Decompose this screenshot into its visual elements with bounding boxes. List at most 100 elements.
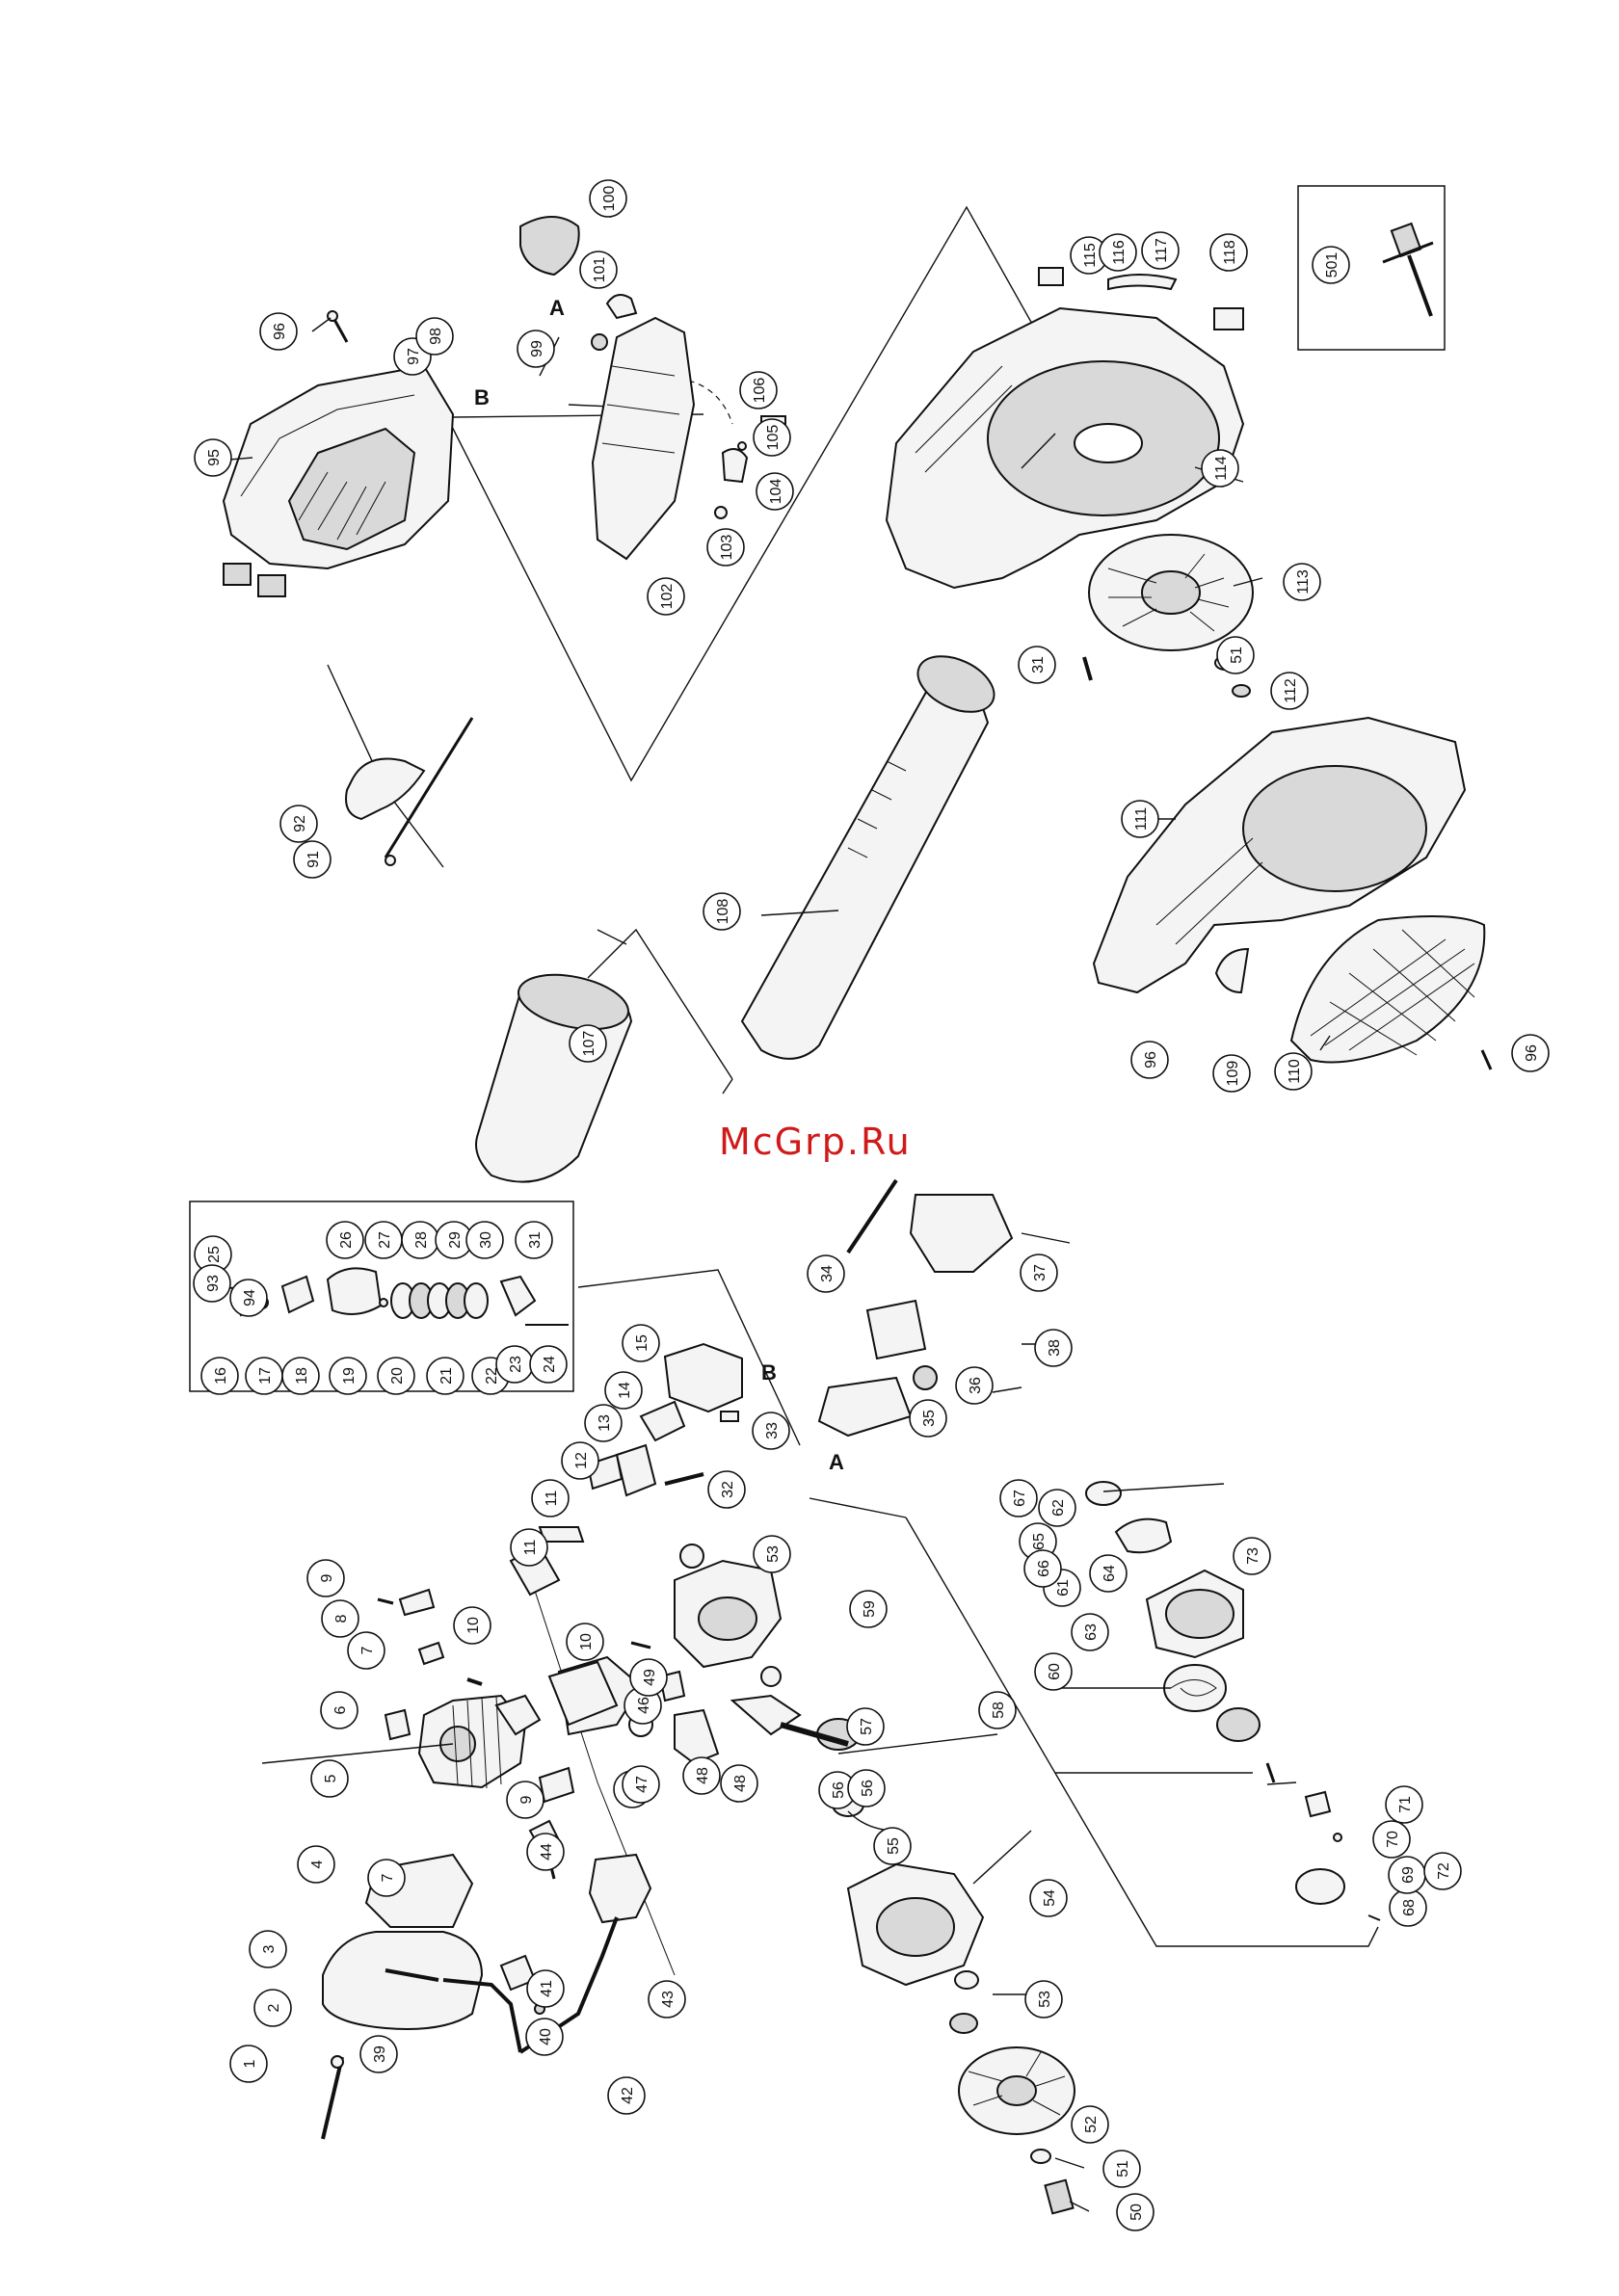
- guide-line: [442, 205, 1095, 782]
- callout-label: 20: [389, 1367, 406, 1385]
- callout-circle: [193, 1264, 231, 1303]
- callout-label: 10: [465, 1617, 482, 1634]
- callout-label: 55: [886, 1837, 902, 1855]
- reference-letter-a: A: [549, 296, 565, 320]
- callout-circle: [1034, 1652, 1073, 1691]
- callout-label: 1: [242, 2059, 258, 2068]
- callout-circle: [1274, 1052, 1313, 1091]
- handle-part: [519, 216, 786, 561]
- part-callout: 27: [364, 1221, 403, 1259]
- callout-label: 104: [768, 479, 784, 505]
- callout-circle: [194, 438, 232, 477]
- callout-label: 106: [752, 378, 768, 404]
- callout-label: 113: [1295, 569, 1312, 594]
- callout-circle: [1233, 1537, 1271, 1575]
- part-callout: 104: [756, 472, 794, 511]
- part-callout: 71: [1385, 1785, 1423, 1824]
- callout-circle: [1038, 1489, 1076, 1527]
- part-callout: 57: [846, 1707, 885, 1746]
- part-callout: 92: [279, 805, 318, 843]
- part-callout: 39: [359, 2035, 398, 2073]
- callout-circle: [739, 371, 778, 409]
- callout-label: 27: [377, 1231, 393, 1249]
- part-callout: 51: [1216, 636, 1255, 674]
- callout-label: 28: [413, 1231, 430, 1249]
- part-callout: 23: [495, 1345, 534, 1384]
- callout-label: 91: [305, 851, 322, 868]
- callout-label: 47: [634, 1776, 650, 1793]
- callout-label: 58: [991, 1702, 1007, 1719]
- part-callout: 14: [604, 1371, 643, 1410]
- callout-label: 97: [406, 348, 422, 365]
- part-callout: 108: [703, 892, 741, 931]
- callout-circle: [359, 2035, 398, 2073]
- callout-circle: [1511, 1034, 1550, 1072]
- callout-label: 63: [1083, 1623, 1100, 1641]
- callout-label: 117: [1154, 238, 1170, 263]
- guide-line: [587, 928, 733, 1080]
- callout-label: 56: [860, 1780, 876, 1797]
- carburetor-part: [615, 1342, 743, 1497]
- callout-label: 48: [695, 1767, 711, 1784]
- callout-label: 92: [292, 815, 308, 832]
- callout-label: 112: [1283, 678, 1299, 703]
- callout-label: 68: [1401, 1899, 1418, 1916]
- part-callout: 501: [1312, 246, 1350, 284]
- callout-label: 102: [659, 584, 676, 610]
- callout-label: 56: [831, 1781, 847, 1799]
- callout-circle: [584, 1404, 623, 1442]
- callout-circle: [978, 1691, 1017, 1729]
- screw-part: [327, 310, 349, 343]
- part-callout: 99: [517, 330, 555, 368]
- callout-circle: [753, 418, 791, 457]
- callout-circle: [1372, 1820, 1411, 1859]
- callout-label: 73: [1245, 1547, 1261, 1565]
- callout-circle: [569, 1024, 607, 1063]
- callout-label: 51: [1115, 2160, 1131, 2177]
- callout-label: 19: [341, 1367, 358, 1385]
- callout-label: 31: [527, 1231, 544, 1249]
- callout-circle: [1201, 449, 1239, 488]
- callout-label: 14: [617, 1382, 633, 1399]
- callout-circle: [566, 1623, 604, 1661]
- guide-line: [519, 1545, 676, 1976]
- callout-circle: [682, 1756, 721, 1795]
- part-callout: 54: [1029, 1879, 1068, 1917]
- callout-circle: [515, 1221, 553, 1259]
- callout-circle: [279, 805, 318, 843]
- part-callout: 55: [873, 1827, 912, 1865]
- spark-plug-wrench-part: [1382, 222, 1434, 317]
- callout-label: 100: [601, 186, 618, 212]
- guide-line: [905, 1517, 1379, 1947]
- part-callout: 111: [1121, 800, 1159, 838]
- callout-circle: [1102, 2150, 1141, 2188]
- callout-label: 114: [1213, 456, 1230, 481]
- part-callout: 105: [753, 418, 791, 457]
- air-cleaner-part: [817, 1178, 1014, 1438]
- part-callout: 28: [401, 1221, 439, 1259]
- part-callout: 113: [1283, 563, 1321, 601]
- callout-circle: [377, 1357, 415, 1395]
- part-callout: 5: [310, 1759, 349, 1798]
- callout-circle: [1385, 1785, 1423, 1824]
- part-callout: 114: [1201, 449, 1239, 488]
- callout-label: 4: [309, 1860, 326, 1868]
- part-callout: 34: [807, 1254, 845, 1293]
- callout-label: 9: [319, 1573, 335, 1582]
- reference-letter-a: A: [829, 1450, 844, 1474]
- callout-label: 25: [206, 1246, 223, 1263]
- callout-circle: [604, 1371, 643, 1410]
- callout-label: 96: [272, 323, 288, 340]
- callout-circle: [1020, 1254, 1058, 1292]
- callout-label: 23: [508, 1356, 524, 1373]
- callout-circle: [281, 1357, 320, 1395]
- callout-label: 116: [1111, 240, 1128, 265]
- callout-circle: [909, 1399, 947, 1438]
- callout-label: 60: [1047, 1663, 1063, 1680]
- part-callout: 47: [622, 1765, 660, 1804]
- callout-circle: [415, 317, 454, 356]
- part-callout: 56: [818, 1771, 857, 1809]
- callout-circle: [1130, 1041, 1169, 1079]
